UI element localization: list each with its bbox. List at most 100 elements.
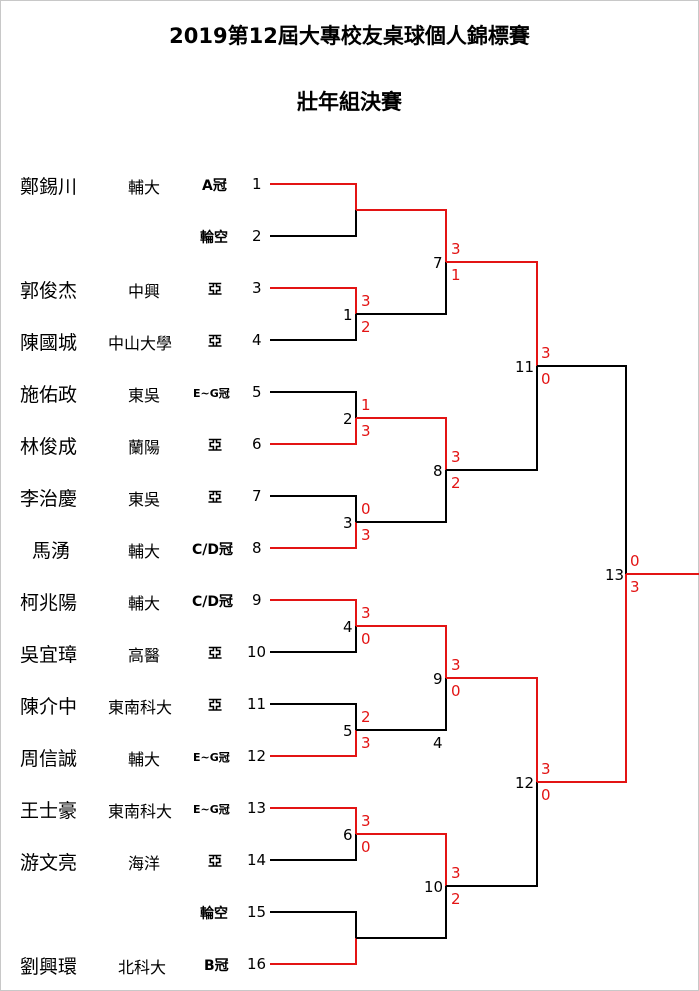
match-score: 0 [451,682,461,700]
rank-label: 亞 [208,646,222,662]
seed-number: 5 [252,383,262,401]
bracket-line [446,261,538,366]
seed-number: 8 [252,539,262,557]
rank-label: C/D冠 [192,542,234,558]
seed-number: 16 [247,955,267,973]
seed-number: 10 [247,643,267,661]
match-number: 8 [433,462,443,480]
school-name: 蘭陽 [128,438,161,457]
match-number: 7 [433,254,443,272]
bracket-line [356,678,447,731]
player-name: 林俊成 [20,436,78,458]
seed-number: 4 [252,331,262,349]
school-name: 輔大 [128,594,161,613]
player-name: 陳介中 [20,696,78,718]
bracket-line [356,833,447,886]
bracket-line [270,287,357,314]
bracket-line [270,911,357,938]
rank-label: E~G冠 [193,751,230,764]
bracket-line [270,522,357,549]
match-score: 3 [361,812,371,830]
seed-number: 15 [247,903,267,921]
match-score: 1 [451,266,461,284]
bracket-line [356,470,447,523]
division-subtitle: 壯年組決賽 [297,90,402,114]
school-name: 高醫 [128,646,161,665]
rank-label: E~G冠 [193,387,230,400]
school-name: 海洋 [128,854,161,873]
match-score: 3 [361,292,371,310]
player-name: 周信誠 [20,748,78,770]
school-name: 北科大 [118,958,167,977]
player-name: 柯兆陽 [20,592,78,614]
bracket-line [356,262,447,315]
bracket-line [270,626,357,653]
rank-label: 亞 [208,854,222,870]
match-score: 0 [541,786,551,804]
seed-number: 13 [247,799,267,817]
school-name: 東南科大 [108,698,173,717]
bracket-line [270,391,357,418]
bracket-line [270,834,357,861]
bracket-line [446,677,538,782]
bracket-line [270,730,357,757]
school-name: 輔大 [128,542,161,561]
rank-label: 輪空 [200,230,228,246]
school-name: 輔大 [128,750,161,769]
bracket-line [356,209,447,262]
match-score: 2 [361,708,371,726]
match-number: 13 [605,566,625,584]
match-number: 2 [343,410,353,428]
school-name: 東吳 [128,490,161,509]
match-number: 4 [433,734,443,752]
bracket-line [270,599,357,626]
match-score: 3 [630,578,640,596]
player-name: 郭俊杰 [20,280,78,302]
rank-label: 亞 [208,698,222,714]
player-name: 劉興環 [20,956,78,978]
match-score: 0 [361,630,371,648]
match-score: 3 [361,734,371,752]
school-name: 中山大學 [108,334,173,353]
bracket-line [270,210,357,237]
match-score: 3 [451,240,461,258]
bracket-line [446,366,538,471]
bracket-line [270,938,357,965]
player-name: 陳國城 [20,332,78,354]
bracket-line [537,574,627,783]
match-score: 3 [541,760,551,778]
seed-number: 1 [252,175,262,193]
match-number: 4 [343,618,353,636]
bracket-line [537,365,627,574]
match-score: 3 [541,344,551,362]
rank-label: 亞 [208,334,222,350]
seed-number: 7 [252,487,262,505]
player-name: 王士豪 [20,800,78,822]
bracket-line [270,418,357,445]
match-score: 3 [361,526,371,544]
rank-label: 亞 [208,282,222,298]
seed-number: 11 [247,695,267,713]
player-name: 馬湧 [32,540,71,562]
player-name: 施佑政 [20,384,78,406]
match-score: 2 [361,318,371,336]
bracket-line [270,183,357,210]
match-score: 0 [361,838,371,856]
match-number: 3 [343,514,353,532]
player-name: 李治慶 [20,488,78,510]
match-number: 9 [433,670,443,688]
match-score: 3 [451,448,461,466]
match-score: 1 [361,396,371,414]
seed-number: 2 [252,227,262,245]
bracket-line [270,495,357,522]
school-name: 中興 [128,282,161,301]
match-number: 6 [343,826,353,844]
match-number: 1 [343,306,353,324]
bracket-line [356,417,447,470]
seed-number: 12 [247,747,267,765]
player-name: 游文亮 [20,852,78,874]
match-score: 0 [630,552,640,570]
rank-label: 亞 [208,438,222,454]
school-name: 東南科大 [108,802,173,821]
rank-label: B冠 [204,958,229,974]
